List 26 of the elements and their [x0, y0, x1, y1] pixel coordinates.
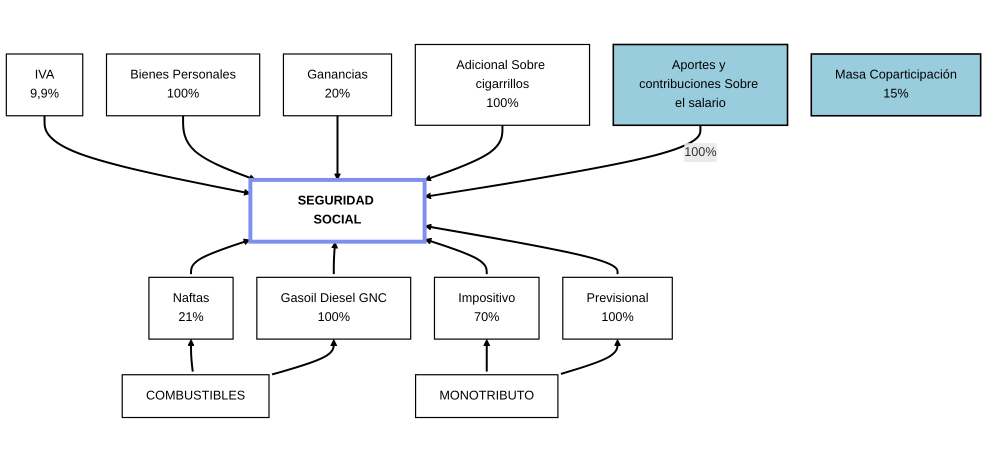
- arrow: [424, 125, 702, 200]
- arrow: [424, 125, 504, 182]
- node-box: IVA 9,9%: [6, 53, 84, 116]
- arrow: [182, 116, 256, 181]
- arrow: [334, 116, 341, 180]
- node-box: Masa Coparticipación 15%: [810, 53, 982, 117]
- arrow: [424, 238, 488, 274]
- node-box: Ganancias 20%: [282, 53, 392, 116]
- node-box: SEGURIDAD SOCIAL: [248, 178, 427, 244]
- node-box: Adicional Sobre cigarrillos 100%: [414, 44, 590, 126]
- node-box: Naftas 21%: [148, 276, 234, 340]
- node-box: Impositivo 70%: [434, 276, 540, 340]
- arrow: [424, 224, 619, 274]
- node-box: Previsional 100%: [562, 276, 673, 340]
- node-box: Aportes y contribuciones Sobre el salario: [612, 44, 788, 126]
- edge-label: 100%: [684, 145, 717, 159]
- node-box: MONOTRIBUTO: [414, 374, 558, 418]
- node-box: Gasoil Diesel GNC 100%: [256, 276, 412, 340]
- arrow: [188, 339, 194, 372]
- arrow: [483, 339, 490, 372]
- node-box: COMBUSTIBLES: [122, 374, 270, 418]
- arrow: [560, 339, 622, 375]
- arrow: [272, 339, 338, 376]
- arrow: [190, 238, 250, 274]
- node-box: Bienes Personales 100%: [106, 53, 260, 116]
- arrow: [331, 242, 338, 274]
